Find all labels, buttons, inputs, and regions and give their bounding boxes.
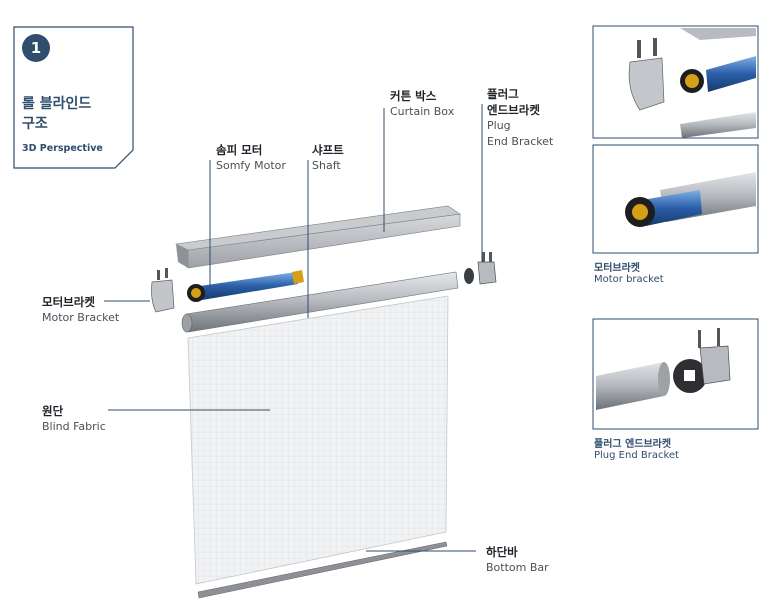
inset-caption-plug-end-bracket-kr: 플러그 엔드브라켓 <box>594 439 672 450</box>
label-somfy-motor-en: Somfy Motor <box>216 159 286 172</box>
inset-caption-plug-end-bracket: 플러그 엔드브라켓 Plug End Bracket <box>594 435 679 461</box>
label-motor-bracket: 모터브라켓 Motor Bracket <box>42 294 119 326</box>
plug-end-bracket-part <box>464 252 497 285</box>
step-number-badge: 1 <box>22 34 50 62</box>
motor-bracket-part <box>151 268 175 313</box>
label-bottom-bar-en: Bottom Bar <box>486 561 549 574</box>
curtain-box <box>175 205 461 269</box>
blind-fabric-part <box>187 295 449 585</box>
inset-plug-end-bracket <box>592 318 759 430</box>
label-fabric-kr: 원단 <box>42 404 64 418</box>
label-curtain-box-en: Curtain Box <box>390 105 455 118</box>
bottom-bar-part <box>197 541 448 599</box>
inset-motor-bracket-detail <box>592 144 759 254</box>
inset-caption-motor-bracket-kr: 모터브라켓 <box>594 263 640 274</box>
leader-lines <box>104 104 483 552</box>
label-plug-end-bracket-en-1: Plug <box>487 119 511 132</box>
label-bottom-bar: 하단바 Bottom Bar <box>486 544 549 576</box>
label-motor-bracket-en: Motor Bracket <box>42 311 120 324</box>
label-somfy-motor: 솜피 모터 Somfy Motor <box>216 142 286 174</box>
label-plug-end-bracket-en-2: End Bracket <box>487 135 554 148</box>
diagram-title: 롤 블라인드 구조 <box>22 94 122 134</box>
label-curtain-box: 커튼 박스 Curtain Box <box>390 88 454 120</box>
somfy-motor-part <box>187 270 304 302</box>
label-motor-bracket-kr: 모터브라켓 <box>42 295 95 309</box>
inset-caption-plug-end-bracket-en: Plug End Bracket <box>594 450 679 461</box>
label-fabric: 원단 Blind Fabric <box>42 403 106 435</box>
label-shaft: 샤프트 Shaft <box>312 142 344 174</box>
label-somfy-motor-kr: 솜피 모터 <box>216 143 263 157</box>
label-fabric-en: Blind Fabric <box>42 420 106 433</box>
label-plug-end-bracket-kr-1: 플러그 <box>487 87 519 101</box>
label-bottom-bar-kr: 하단바 <box>486 545 518 559</box>
label-curtain-box-kr: 커튼 박스 <box>390 89 437 103</box>
label-plug-end-bracket-kr-2: 엔드브라켓 <box>487 103 540 117</box>
inset-caption-motor-bracket-en: Motor bracket <box>594 274 664 285</box>
label-shaft-en: Shaft <box>312 159 341 172</box>
diagram-title-line-1: 롤 블라인드 <box>22 96 92 112</box>
inset-motor-bracket-top <box>592 25 759 139</box>
label-shaft-kr: 샤프트 <box>312 143 344 157</box>
shaft-part <box>181 271 459 333</box>
diagram-subtitle: 3D Perspective <box>22 143 103 154</box>
label-plug-end-bracket: 플러그 엔드브라켓 Plug End Bracket <box>487 86 553 150</box>
diagram-title-line-2: 구조 <box>22 116 48 132</box>
inset-caption-motor-bracket: 모터브라켓 Motor bracket <box>594 259 664 285</box>
